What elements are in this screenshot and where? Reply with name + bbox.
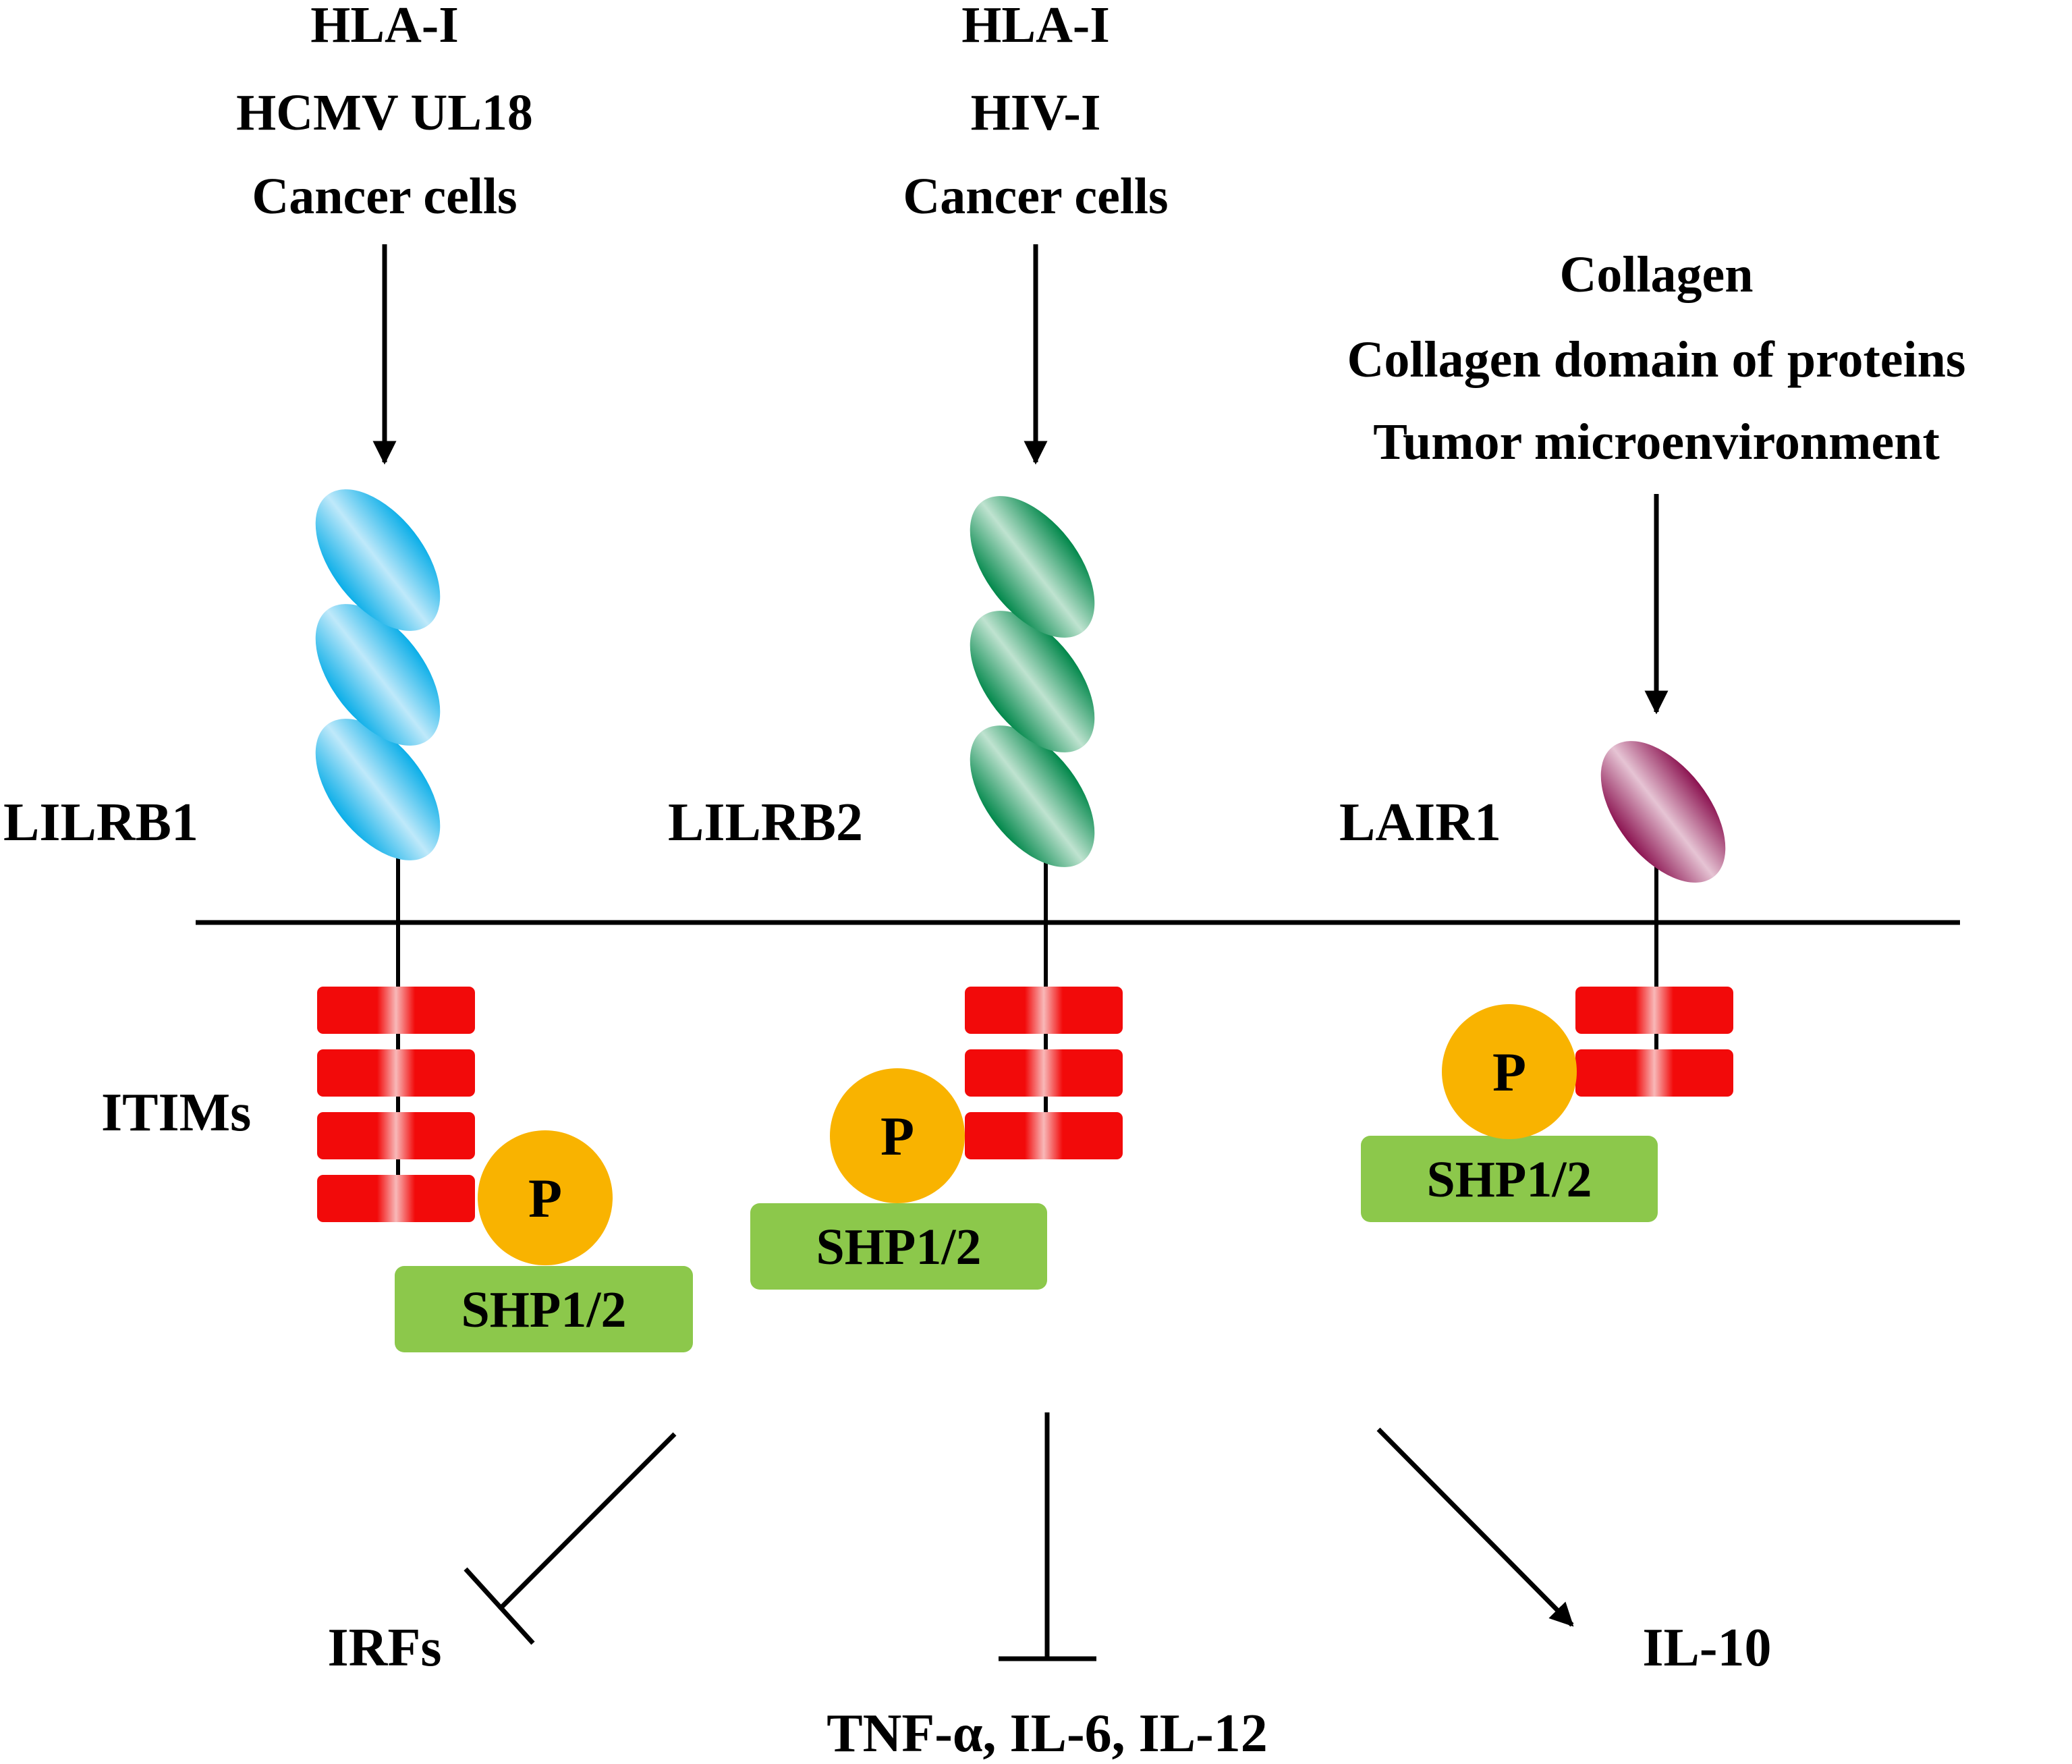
- ligand-label: HLA-I: [961, 0, 1110, 53]
- receptor-label: LAIR1: [1339, 793, 1501, 852]
- itim-motif: [317, 1049, 475, 1097]
- shp-box: [395, 1266, 693, 1352]
- phosphate-circle: [478, 1130, 613, 1265]
- itims-lair1: [1575, 987, 1733, 1097]
- phosphate-lilrb2: P: [830, 1068, 965, 1203]
- ig-domain: [315, 489, 441, 631]
- shp-label: SHP1/2: [461, 1281, 627, 1338]
- output-label-cytokines: TNF-α, IL-6, IL-12: [827, 1704, 1268, 1763]
- activation-arrow-il10: [1376, 1427, 1574, 1627]
- phosphate-lair1: P: [1442, 1004, 1577, 1139]
- phosphate-circle: [830, 1068, 965, 1203]
- shp-lilrb1: SHP1/2: [395, 1266, 693, 1352]
- itim-motif: [1575, 987, 1733, 1034]
- itim-motif: [317, 1112, 475, 1159]
- inhibition-line: [497, 1432, 677, 1611]
- shp-label: SHP1/2: [816, 1219, 982, 1275]
- phosphate-label: P: [528, 1167, 562, 1229]
- ligand-label: HIV-I: [971, 84, 1101, 141]
- ligand-label: HLA-I: [310, 0, 459, 53]
- itims-label: ITIMs: [101, 1083, 251, 1142]
- itim-motif: [965, 987, 1123, 1034]
- shp-box: [1361, 1136, 1658, 1222]
- shp-lilrb2: SHP1/2: [750, 1203, 1047, 1290]
- receptor-label: LILRB1: [3, 793, 198, 852]
- ligand-label: Collagen domain of proteins: [1347, 331, 1965, 388]
- output-label-il10: IL-10: [1642, 1618, 1771, 1678]
- ligands-lilrb2: HLA-I HIV-I Cancer cells: [903, 0, 1168, 225]
- inhibition-bar: [464, 1567, 535, 1645]
- phosphate-label: P: [1492, 1041, 1526, 1103]
- ligands-lair1: Collagen Collagen domain of proteins Tum…: [1347, 246, 1965, 470]
- itim-motif: [965, 1112, 1123, 1159]
- receptor-lair1: LAIR1: [1339, 741, 1726, 1080]
- itim-motif: [1575, 1049, 1733, 1097]
- shp-lair1: SHP1/2: [1361, 1136, 1658, 1222]
- itim-motif: [317, 1175, 475, 1222]
- ligand-label: HCMV UL18: [236, 84, 533, 141]
- shp-box: [750, 1203, 1047, 1290]
- receptor-lilrb2: LILRB2: [668, 496, 1095, 1147]
- phosphate-circle: [1442, 1004, 1577, 1139]
- ig-domain: [970, 611, 1095, 752]
- ligand-label: Cancer cells: [903, 168, 1168, 225]
- ligands-lilrb1: HLA-I HCMV UL18 Cancer cells: [236, 0, 533, 225]
- itim-motif: [965, 1049, 1123, 1097]
- inhibition-cytokines: [999, 1412, 1096, 1661]
- ligand-label: Tumor microenvironment: [1373, 414, 1940, 470]
- ligand-label: Cancer cells: [252, 168, 517, 225]
- output-label-irfs: IRFs: [328, 1618, 442, 1678]
- itims-lilrb1: [317, 987, 475, 1222]
- itims-lilrb2: [965, 987, 1123, 1159]
- ig-domain: [315, 719, 441, 860]
- receptor-lilrb1: LILRB1: [3, 489, 441, 1188]
- ligand-label: Collagen: [1559, 246, 1753, 303]
- receptor-label: LILRB2: [668, 793, 863, 852]
- phosphate-lilrb1: P: [478, 1130, 613, 1265]
- ig-domain: [1600, 741, 1726, 883]
- shp-label: SHP1/2: [1427, 1151, 1592, 1208]
- itim-motif: [317, 987, 475, 1034]
- ig-domain: [315, 604, 441, 746]
- inhibition-irfs: [464, 1432, 677, 1645]
- ig-domain: [970, 496, 1095, 638]
- phosphate-label: P: [880, 1105, 914, 1167]
- ig-domain: [970, 725, 1095, 867]
